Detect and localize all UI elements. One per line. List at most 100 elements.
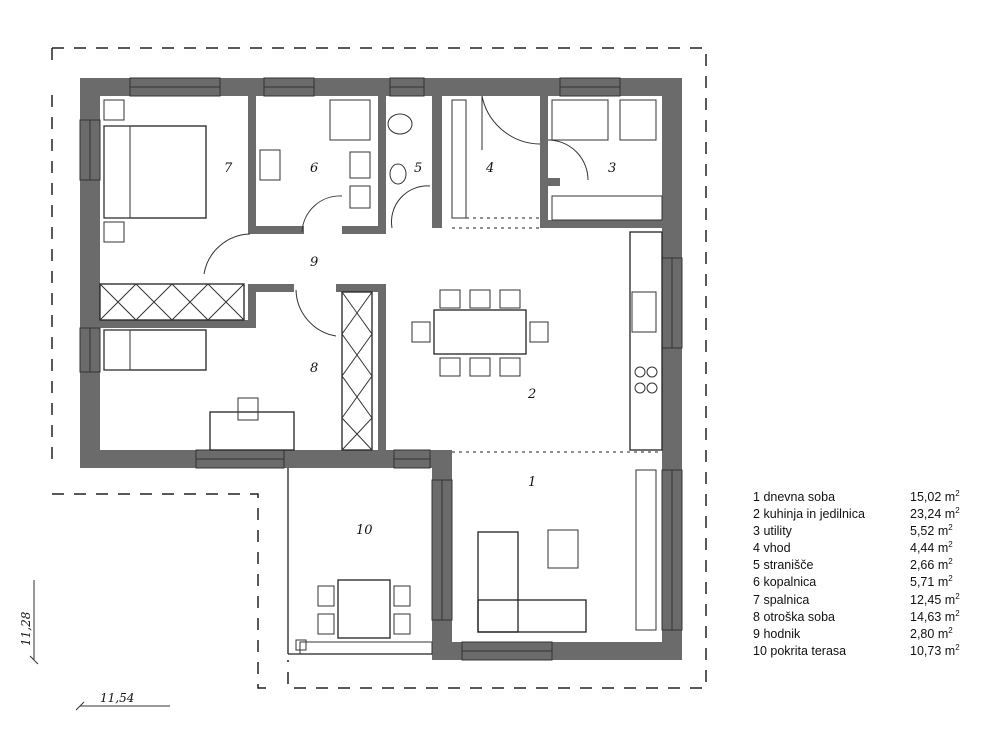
openings	[452, 217, 662, 453]
legend-room-name: 7 spalnica	[753, 592, 809, 609]
legend-room-num: 6	[753, 575, 760, 590]
legend-room-num: 10	[753, 643, 767, 658]
room-label-4: 4	[485, 161, 494, 176]
legend-area-unit: m	[944, 490, 956, 504]
room-label-8: 8	[310, 361, 318, 376]
legend-area-exp: 2	[948, 557, 953, 567]
legend-room-num: 7	[753, 592, 760, 607]
legend-area-value: 12,45	[910, 592, 942, 607]
legend-room-area: 5,52 m2	[910, 523, 968, 540]
legend-area-unit: m	[944, 609, 956, 624]
legend-room-area: 10,73 m2	[910, 643, 968, 660]
room-label-3: 3	[608, 161, 616, 176]
legend-area-unit: m	[937, 524, 949, 539]
legend-row: 6 kopalnica 5,71 m2	[753, 574, 968, 591]
legend-room-num: 1	[753, 490, 760, 504]
legend-room-num: 9	[753, 626, 760, 641]
legend-room-label: otroška soba	[763, 609, 836, 624]
site-boundary	[51, 47, 707, 689]
room-labels: 1 2 3 4 5 6 7 8 9 10	[224, 161, 616, 538]
legend-room-label: stranišče	[763, 558, 814, 573]
legend-room-num: 3	[753, 524, 760, 539]
legend-room-num: 2	[753, 507, 760, 522]
legend-room-label: kopalnica	[763, 575, 817, 590]
legend-area-unit: m	[944, 507, 956, 522]
legend-room-name: 3 utility	[753, 523, 792, 540]
legend-area-exp: 2	[955, 505, 960, 515]
legend-area-value: 10,73	[910, 643, 942, 658]
dimension-width: 11,54	[75, 691, 170, 711]
legend-room-name: 4 vhod	[753, 540, 791, 557]
legend-row: 3 utility 5,52 m2	[753, 523, 968, 540]
walls	[80, 78, 682, 660]
legend-room-area: 2,80 m2	[910, 626, 968, 643]
legend-room-area: 12,45 m2	[910, 592, 968, 609]
room-label-6: 6	[310, 161, 318, 176]
legend-room-label: dnevna soba	[763, 490, 836, 504]
legend-row: 8 otroška soba 14,63 m2	[753, 609, 968, 626]
legend-room-label: spalnica	[763, 592, 810, 607]
dimension-height: 11,28	[19, 580, 39, 665]
legend-room-label: kuhinja in jedilnica	[763, 507, 865, 522]
legend-room-label: hodnik	[763, 626, 801, 641]
legend-room-name: 8 otroška soba	[753, 609, 835, 626]
legend-area-exp: 2	[948, 574, 953, 584]
legend-row: 5 stranišče 2,66 m2	[753, 557, 968, 574]
legend-area-value: 23,24	[910, 507, 942, 522]
legend-room-area: 14,63 m2	[910, 609, 968, 626]
legend-area-value: 5,52	[910, 524, 935, 539]
legend-area-unit: m	[944, 592, 956, 607]
room-label-10: 10	[356, 523, 373, 538]
legend-area-exp: 2	[955, 642, 960, 652]
legend-room-num: 4	[753, 541, 760, 556]
doors	[203, 95, 589, 337]
legend-area-unit: m	[937, 626, 949, 641]
legend-room-label: pokrita terasa	[770, 643, 847, 658]
legend-area-unit: m	[944, 643, 956, 658]
legend-room-area: 15,02 m2	[910, 489, 968, 506]
legend-area-exp: 2	[955, 591, 960, 601]
legend-area-value: 5,71	[910, 575, 935, 590]
legend-area-value: 14,63	[910, 609, 942, 624]
legend-room-name: 1 dnevna soba	[753, 489, 835, 506]
legend-row: 9 hodnik 2,80 m2	[753, 626, 968, 643]
dimension-width-label: 11,54	[100, 691, 134, 705]
legend-row: 7 spalnica 12,45 m2	[753, 592, 968, 609]
room-label-2: 2	[527, 387, 536, 402]
legend-row: 10 pokrita terasa 10,73 m2	[753, 643, 968, 660]
legend-area-exp: 2	[955, 488, 960, 498]
legend-row: 1 dnevna soba 15,02 m2	[753, 489, 968, 506]
furniture	[99, 99, 663, 639]
legend-room-name: 9 hodnik	[753, 626, 800, 643]
legend-room-num: 5	[753, 558, 760, 573]
room-label-7: 7	[224, 161, 233, 176]
windows	[79, 77, 683, 661]
legend-area-value: 2,80	[910, 626, 935, 641]
legend-area-unit: m	[937, 558, 949, 573]
room-label-9: 9	[310, 255, 318, 270]
legend-area-unit: m	[937, 541, 949, 556]
room-label-1: 1	[528, 475, 536, 490]
legend-area-value: 4,44	[910, 541, 935, 556]
legend-room-name: 2 kuhinja in jedilnica	[753, 506, 865, 523]
legend-room-label: vhod	[763, 541, 791, 556]
legend-row: 4 vhod 4,44 m2	[753, 540, 968, 557]
room-label-5: 5	[414, 161, 422, 176]
legend-room-num: 8	[753, 609, 760, 624]
legend-room-label: utility	[763, 524, 792, 539]
legend-room-area: 2,66 m2	[910, 557, 968, 574]
legend-room-area: 23,24 m2	[910, 506, 968, 523]
legend-room-area: 5,71 m2	[910, 574, 968, 591]
legend-area-value: 2,66	[910, 558, 935, 573]
legend-area-value: 15,02	[910, 490, 942, 504]
legend-area-exp: 2	[948, 625, 953, 635]
legend-room-name: 6 kopalnica	[753, 574, 816, 591]
legend-area-exp: 2	[948, 523, 953, 533]
legend-room-name: 5 stranišče	[753, 557, 813, 574]
legend-area-exp: 2	[955, 608, 960, 618]
legend-area-exp: 2	[948, 540, 953, 550]
dimension-height-label: 11,28	[19, 611, 33, 646]
